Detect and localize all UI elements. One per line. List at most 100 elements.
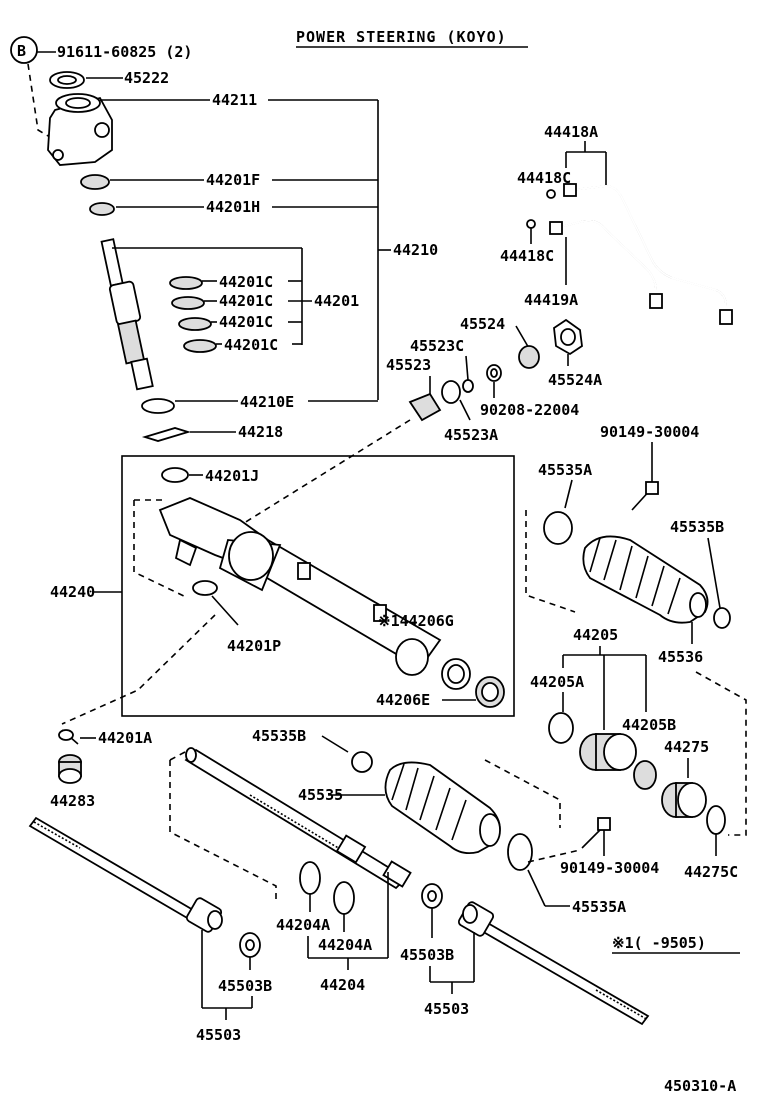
part-45503-tie-rod-right	[457, 901, 650, 1026]
part-44275C-ring	[706, 805, 726, 835]
part-44205A-ring	[548, 712, 574, 744]
svg-text:B: B	[17, 42, 26, 60]
label-44218: 44218	[238, 423, 283, 441]
part-45524-spring-cap	[518, 345, 540, 369]
part-44201C-ring-2	[171, 296, 205, 310]
label-44205A: 44205A	[530, 673, 584, 691]
leader-guide-dashed	[235, 419, 411, 529]
part-45503-tie-rod-left	[28, 816, 223, 933]
label-44205B: 44205B	[622, 716, 676, 734]
leader-right-dashed-2	[695, 671, 747, 836]
part-45535B-clamp-right	[713, 607, 731, 629]
label-44201: 44201	[314, 292, 359, 310]
label-44201C-3: 44201C	[219, 313, 273, 331]
label-45523C: 45523C	[410, 337, 464, 355]
label-90149-30004-bot: 90149-30004	[560, 859, 659, 877]
label-44201J: 44201J	[205, 467, 259, 485]
part-45523-rack-guide	[408, 392, 442, 422]
label-45524: 45524	[460, 315, 505, 333]
part-44211-housing	[47, 93, 113, 166]
part-44201H-seal	[89, 202, 115, 216]
part-44201-pinion-shaft	[100, 238, 154, 391]
label-44201P: 44201P	[227, 637, 281, 655]
label-44418C-2: 44418C	[500, 247, 554, 265]
label-44204A-2: 44204A	[318, 936, 372, 954]
leader-rack-dashed	[169, 760, 277, 900]
label-45535B-right: 45535B	[670, 518, 724, 536]
label-45503-right: 45503	[424, 1000, 469, 1018]
label-45536: 45536	[658, 648, 703, 666]
part-44275-bushing	[661, 782, 707, 818]
part-44419A-pipe-lower	[549, 219, 663, 309]
label-90208-22004: 90208-22004	[480, 401, 579, 419]
part-44201C-ring-4	[183, 339, 217, 353]
label-44201C-4: 44201C	[224, 336, 278, 354]
part-44418C-clip-2	[526, 219, 536, 229]
label-44283: 44283	[50, 792, 95, 810]
part-44201C-ring-1	[169, 276, 203, 290]
label-44204A-1: 44204A	[276, 916, 330, 934]
part-45535B-clamp-mid	[351, 751, 373, 773]
group-box-44240	[121, 455, 515, 717]
part-44201F-bearing	[80, 174, 110, 190]
part-90149-30004-screw-top	[631, 481, 659, 511]
label-44419A: 44419A	[524, 291, 578, 309]
part-44204A-ring-1	[299, 861, 321, 895]
label-44201F: 44201F	[206, 171, 260, 189]
label-45535A-bot: 45535A	[572, 898, 626, 916]
part-45523C-spring	[462, 379, 474, 393]
b-marker: B	[10, 36, 38, 64]
label-44418A: 44418A	[544, 123, 598, 141]
label-44204: 44204	[320, 976, 365, 994]
label-45523A: 45523A	[444, 426, 498, 444]
part-44205-bushing	[579, 733, 637, 771]
label-45503-left: 45503	[196, 1026, 241, 1044]
label-44205: 44205	[573, 626, 618, 644]
part-44201J-seal	[161, 467, 189, 483]
label-45503B-right: 45503B	[400, 946, 454, 964]
label-91611-60825: 91611-60825 (2)	[57, 43, 192, 61]
label-44418C-1: 44418C	[517, 169, 571, 187]
label-45503B-left: 45503B	[218, 977, 272, 995]
label-44240: 44240	[50, 583, 95, 601]
part-44204A-ring-2	[333, 881, 355, 915]
part-44418C-clip-1	[546, 189, 556, 199]
label-44275: 44275	[664, 738, 709, 756]
label-44201C-2: 44201C	[219, 292, 273, 310]
part-44201A-plug	[58, 729, 74, 741]
part-45523A-seal	[441, 380, 461, 404]
part-44283-cap	[58, 754, 82, 784]
part-44418A-pipe-upper	[563, 183, 733, 325]
label-45523: 45523	[386, 356, 431, 374]
label-44201H: 44201H	[206, 198, 260, 216]
note-text: ※1( -9505)	[612, 934, 706, 952]
part-45535A-clamp-top	[543, 511, 573, 545]
part-45535-boot	[384, 761, 501, 855]
diagram-title: POWER STEERING (KOYO)	[296, 28, 507, 46]
part-44210E-nut	[141, 398, 175, 414]
leader-housing-dashed	[133, 500, 189, 599]
label-44206G: ※144206G	[378, 612, 454, 630]
label-44210E: 44210E	[240, 393, 294, 411]
label-44210: 44210	[393, 241, 438, 259]
label-45524A: 45524A	[548, 371, 602, 389]
label-44211: 44211	[212, 91, 257, 109]
label-45535B-mid: 45535B	[252, 727, 306, 745]
part-44204-rack-bar	[184, 747, 412, 890]
part-44218-gasket	[141, 427, 192, 442]
part-44201P-seal	[192, 580, 218, 596]
part-90149-30004-screw-bot	[581, 817, 611, 849]
leader-44201A-dashed	[61, 614, 216, 725]
label-44201C-1: 44201C	[219, 273, 273, 291]
part-44201C-ring-3	[178, 317, 212, 331]
part-45536-boot	[582, 535, 709, 624]
label-45535: 45535	[298, 786, 343, 804]
label-90149-30004-top: 90149-30004	[600, 423, 699, 441]
label-44206E: 44206E	[376, 691, 430, 709]
part-45535A-clamp-bot	[507, 833, 533, 871]
part-44240-rack-housing	[158, 497, 442, 676]
leader-boot-dashed	[484, 759, 561, 828]
label-44201A: 44201A	[98, 729, 152, 747]
label-45222: 45222	[124, 69, 169, 87]
